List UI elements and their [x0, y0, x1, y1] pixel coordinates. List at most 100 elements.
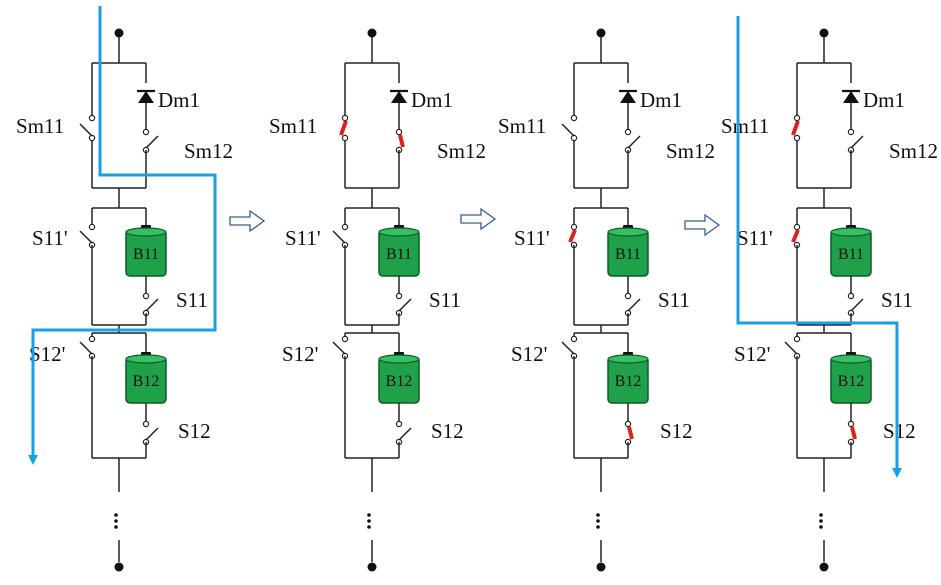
diode-icon — [619, 89, 637, 103]
open-switch-blade — [850, 298, 864, 312]
battery-top — [378, 354, 420, 364]
label-sm11: Sm11 — [721, 114, 769, 138]
switch-s11-prime — [568, 223, 578, 249]
transition-arrow-icon — [229, 209, 266, 233]
switch-contact — [624, 128, 632, 136]
switch-sm11 — [79, 114, 96, 142]
ellipsis-icon — [114, 513, 118, 529]
switch-s11 — [395, 292, 412, 317]
battery-top — [607, 354, 649, 364]
switch-contact — [793, 134, 801, 142]
current-arrowhead — [892, 468, 902, 478]
closed-switch-blade — [627, 426, 634, 440]
label-s11-prime: S11' — [737, 226, 773, 250]
battery-b11: B11 — [607, 225, 649, 277]
battery-b12: B12 — [125, 352, 167, 404]
open-switch-blade — [79, 230, 93, 244]
switch-contact — [793, 223, 801, 231]
label-s12-prime: S12' — [282, 342, 318, 366]
ellipsis-dot — [367, 525, 371, 529]
switch-contact — [847, 420, 855, 428]
current-arrowhead — [28, 455, 38, 465]
switch-contact — [88, 223, 96, 231]
diode-triangle — [620, 91, 636, 103]
label-dm1: Dm1 — [411, 88, 453, 112]
diode-icon — [137, 89, 155, 103]
closed-switch-blade — [791, 120, 800, 136]
open-switch-blade — [332, 341, 346, 355]
switch-sm12 — [624, 128, 641, 154]
transition-arrow-shape-1 — [229, 209, 266, 233]
transition-arrow-icon — [460, 207, 497, 231]
closed-switch-blade — [850, 426, 857, 440]
battery-b12: B12 — [378, 352, 420, 404]
switch-s11 — [847, 292, 864, 317]
ellipsis-dot — [367, 519, 371, 523]
label-s11-prime: S11' — [514, 226, 550, 250]
battery-top — [830, 354, 872, 364]
switch-s11-prime — [791, 223, 801, 249]
closed-switch-blade — [398, 134, 405, 148]
open-switch-blade — [145, 135, 159, 149]
open-switch-blade — [145, 427, 159, 441]
label-s11: S11 — [881, 288, 913, 312]
ellipsis-dot — [819, 525, 823, 529]
transition-arrow-shape-3 — [684, 213, 721, 237]
diode-icon — [390, 89, 408, 103]
switch-contact — [793, 114, 801, 122]
switch-contact — [793, 335, 801, 343]
switch-contact — [88, 114, 96, 122]
switch-s11-prime — [79, 223, 96, 249]
closed-switch-blade — [568, 229, 577, 243]
battery-label: B12 — [838, 373, 865, 390]
ellipsis-icon — [819, 513, 823, 529]
open-switch-blade — [145, 298, 159, 312]
switch-s11 — [624, 292, 641, 317]
switch-s12 — [142, 420, 159, 446]
open-switch-blade — [79, 123, 93, 137]
ellipsis-dot — [596, 519, 600, 523]
label-s12: S12 — [431, 419, 464, 443]
open-switch-blade — [398, 427, 412, 441]
battery-top — [378, 227, 420, 237]
top-terminal — [596, 28, 606, 38]
label-sm12: Sm12 — [184, 139, 233, 163]
open-switch-blade — [79, 341, 93, 355]
label-s11-prime: S11' — [32, 226, 68, 250]
diode-triangle — [391, 91, 407, 103]
switch-sm12 — [847, 128, 864, 154]
ellipsis-icon — [596, 513, 600, 529]
diode-icon — [842, 89, 860, 103]
battery-top — [607, 227, 649, 237]
label-s12-prime: S12' — [511, 342, 547, 366]
label-s11: S11 — [429, 288, 461, 312]
switch-contact — [624, 292, 632, 300]
switch-s12 — [624, 420, 634, 446]
switch-contact — [88, 335, 96, 343]
bottom-terminal — [819, 562, 829, 572]
open-switch-blade — [398, 298, 412, 312]
switch-contact — [847, 128, 855, 136]
switch-s12 — [847, 420, 857, 446]
label-sm11: Sm11 — [269, 114, 317, 138]
label-sm11: Sm11 — [16, 114, 64, 138]
switch-contact — [395, 292, 403, 300]
battery-label: B11 — [838, 246, 864, 263]
label-s11: S11 — [176, 288, 208, 312]
switch-contact — [570, 335, 578, 343]
battery-top — [125, 354, 167, 364]
switch-sm12 — [395, 128, 405, 154]
ellipsis-dot — [114, 525, 118, 529]
current-path-line — [736, 16, 899, 468]
switch-contact — [341, 223, 349, 231]
switch-s12-prime — [784, 335, 801, 360]
switch-contact — [142, 128, 150, 136]
switch-contact — [624, 420, 632, 428]
switch-contact — [341, 335, 349, 343]
label-s11: S11 — [658, 288, 690, 312]
battery-label: B12 — [386, 373, 413, 390]
